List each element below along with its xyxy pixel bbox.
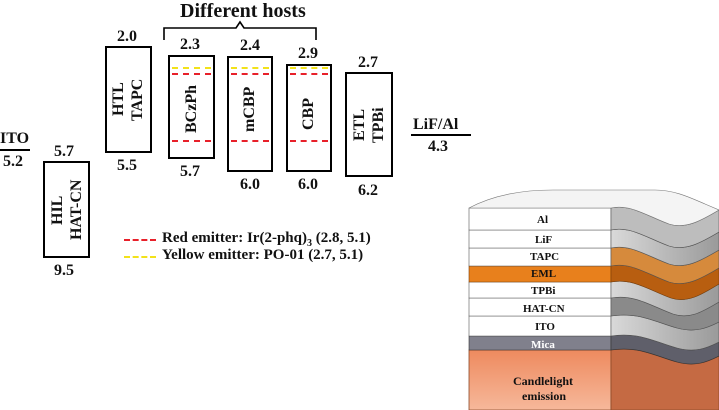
stack-label-hatcn: HAT-CN	[523, 303, 565, 315]
stack-label-al: Al	[537, 214, 548, 226]
htl-top-value: 2.0	[117, 28, 137, 45]
etl-bottom-value: 6.2	[358, 182, 378, 199]
mcbp-red-homo	[231, 140, 269, 142]
stack-layer-lif	[468, 228, 719, 266]
hosts-bracket	[163, 20, 317, 40]
stack-layer-hatcn	[468, 296, 719, 331]
candlelight-base	[468, 348, 719, 410]
cbp-red-lumo	[290, 73, 328, 75]
ito-level-line	[0, 149, 30, 151]
cbp-yellow-lumo	[290, 67, 328, 69]
stack-label-lif: LiF	[535, 234, 553, 246]
etl-box	[345, 72, 393, 177]
hil-top-value: 5.7	[54, 143, 74, 160]
device-stack-illustration	[468, 189, 719, 410]
ito-label: ITO	[0, 130, 30, 147]
mcbp-label: mCBP	[241, 86, 258, 132]
mcbp-yellow-lumo	[231, 67, 269, 69]
stack-label-base-line1: Candlelight	[513, 374, 574, 388]
stack-label-base-line2: emission	[522, 389, 567, 403]
cbp-label: CBP	[300, 98, 317, 130]
stack-label-ito: ITO	[535, 321, 555, 333]
htl-bottom-value: 5.5	[117, 157, 137, 174]
mcbp-box	[227, 56, 273, 172]
bczph-bottom-value: 5.7	[180, 163, 200, 180]
legend-red-text: Red emitter: Ir(2-phq)3 (2.8, 5.1)	[162, 230, 371, 249]
stack-layer-mica	[468, 334, 719, 365]
mcbp-top-value: 2.4	[240, 37, 260, 54]
lif-value: 4.3	[428, 138, 448, 155]
stack-layer-tapc	[468, 246, 719, 284]
bczph-top-value: 2.3	[180, 36, 200, 53]
stack-layer-al	[468, 189, 719, 248]
cbp-top-value: 2.9	[298, 45, 318, 62]
diagram-title: Different hosts	[180, 0, 306, 22]
bczph-label: BCzPh	[183, 85, 200, 133]
hil-box	[43, 161, 90, 258]
stack-layer-eml	[468, 264, 719, 300]
hil-bottom-value: 9.5	[54, 262, 74, 279]
stack-label-tapc: TAPC	[530, 251, 560, 263]
legend-yellow-text: Yellow emitter: PO-01 (2.7, 5.1)	[162, 247, 364, 263]
legend-yellow-line	[124, 256, 156, 258]
stack-layer-ito	[468, 314, 719, 351]
bczph-red-lumo	[172, 73, 211, 75]
etl-top-value: 2.7	[358, 54, 378, 71]
lif-label: LiF/Al	[413, 116, 459, 133]
stack-label-mica: Mica	[531, 339, 555, 351]
legend-red-line	[124, 239, 156, 241]
lif-level-line	[411, 134, 471, 136]
bczph-red-homo	[172, 140, 211, 142]
stack-label-eml: EML	[531, 268, 557, 280]
bczph-yellow-lumo	[172, 67, 211, 69]
ito-value: 5.2	[3, 153, 23, 170]
cbp-bottom-value: 6.0	[298, 176, 318, 193]
mcbp-bottom-value: 6.0	[240, 176, 260, 193]
mcbp-red-lumo	[231, 73, 269, 75]
cbp-red-homo	[290, 140, 328, 142]
cbp-box	[286, 64, 332, 172]
htl-box	[105, 46, 152, 153]
stack-label-tpbi: TPBi	[531, 285, 556, 297]
